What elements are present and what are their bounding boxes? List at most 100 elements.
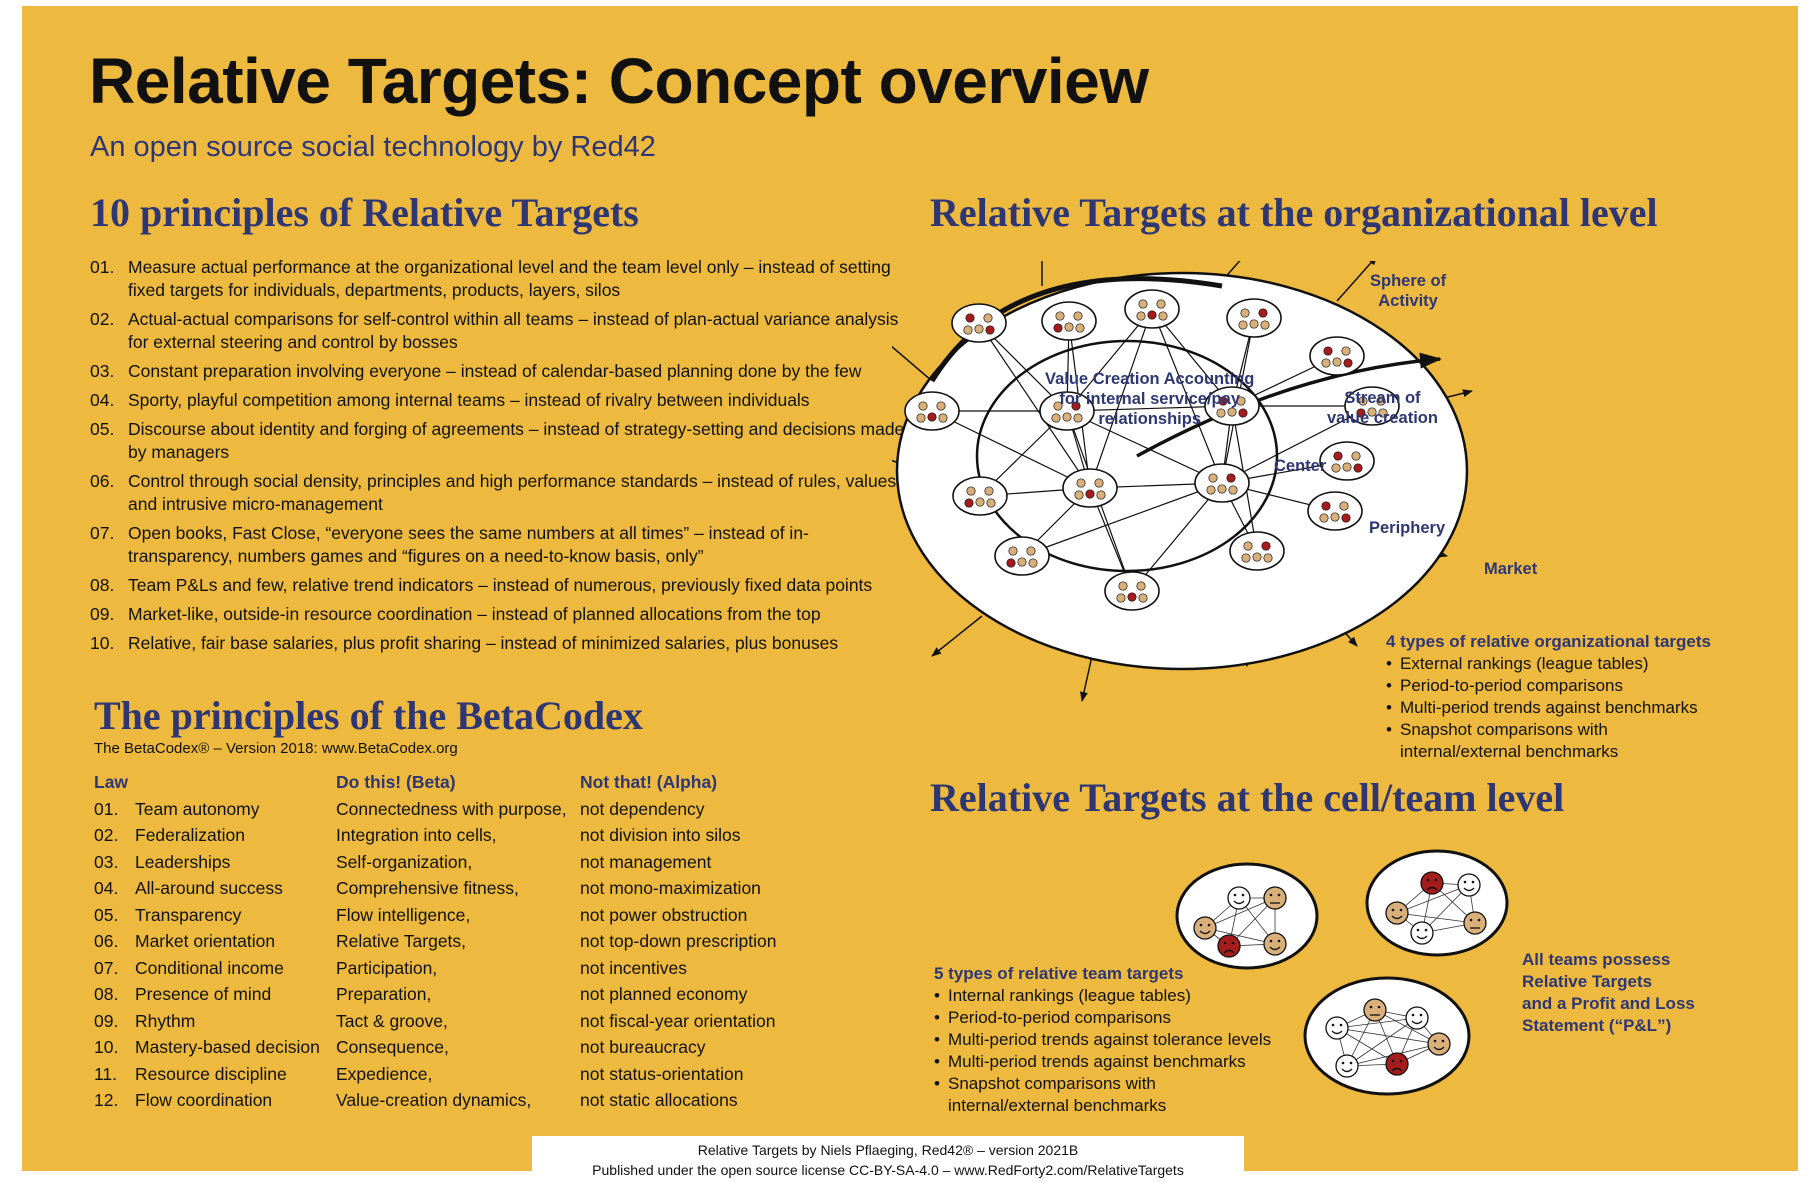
face-dot	[983, 313, 993, 323]
face-dot	[963, 325, 973, 335]
betacodex-heading: The principles of the BetaCodex	[94, 693, 643, 738]
face-dot	[1323, 346, 1333, 356]
vca-label-line: for internal service/pay	[1059, 390, 1240, 408]
face-dot	[1073, 311, 1083, 321]
face-icon	[1193, 916, 1217, 940]
face-dot	[1096, 490, 1106, 500]
face-icon	[1427, 1032, 1451, 1056]
face-eye	[1377, 1005, 1381, 1009]
beta-cell: Connectedness with purpose,	[336, 798, 567, 819]
face-mouth	[1269, 946, 1281, 951]
team-cell	[1104, 571, 1160, 611]
org-target-types-heading: 4 types of relative organizational targe…	[1386, 632, 1711, 651]
team-cell-outline	[952, 476, 1008, 516]
team-cell-outline	[1175, 862, 1319, 970]
beta-cell: Tact & groove,	[336, 1010, 448, 1031]
network-link	[1089, 308, 1153, 489]
network-link	[1066, 410, 1223, 484]
law-name: Leaderships	[135, 851, 231, 872]
principle-number: 10.	[90, 633, 115, 653]
face-dot	[1332, 357, 1342, 367]
alpha-cell: not management	[580, 851, 712, 872]
law-number: 06.	[94, 931, 119, 951]
face-icon	[1463, 911, 1487, 935]
face-dot	[1071, 401, 1081, 411]
law-name: Resource discipline	[135, 1063, 287, 1084]
principle-number: 09.	[90, 604, 115, 624]
law-name: Federalization	[135, 825, 245, 845]
team-cell	[904, 391, 960, 431]
face-outline	[1263, 886, 1287, 910]
cell-link	[1204, 897, 1276, 929]
team-cell	[1124, 289, 1180, 329]
principle-item: 01.Measure actual performance at the org…	[90, 256, 910, 302]
face-dot	[916, 413, 926, 423]
face-eye	[1463, 880, 1467, 884]
team-cell	[1344, 386, 1400, 426]
team-cell-outline	[1062, 468, 1118, 508]
face-dot	[927, 412, 937, 422]
face-dot	[1376, 396, 1386, 406]
face-mouth	[1233, 900, 1245, 905]
law-number: 10.	[94, 1037, 119, 1057]
face-dot	[1073, 413, 1083, 423]
face-dot	[1341, 346, 1351, 356]
cell-link	[1336, 1027, 1440, 1045]
face-eye	[1399, 1059, 1403, 1063]
face-eye	[1341, 1061, 1345, 1065]
stream-label-line: value creation	[1327, 409, 1438, 427]
face-dot	[1094, 478, 1104, 488]
beta-cell: Flow intelligence,	[336, 904, 471, 925]
value-stream-arrow	[1136, 352, 1442, 458]
face-dot	[1226, 473, 1236, 483]
face-eye	[1277, 939, 1281, 943]
face-outline	[1193, 916, 1217, 940]
beta-cell: Relative Targets,	[336, 931, 467, 951]
face-dot	[1158, 311, 1168, 321]
betacodex-caption: The BetaCodex® – Version 2018: www.BetaC…	[94, 740, 458, 757]
team-cell-outline	[994, 536, 1050, 576]
organization-network-diagram	[892, 261, 1473, 702]
team-cell-outline	[1365, 849, 1509, 957]
face-icon	[1410, 921, 1434, 945]
face-icon	[1457, 873, 1481, 897]
face-outline	[1335, 1054, 1359, 1078]
team-cell	[1226, 298, 1282, 338]
face-dot	[1053, 323, 1063, 333]
team-cell	[1319, 441, 1375, 481]
face-dot	[1333, 451, 1343, 461]
alpha-cell: not dependency	[580, 798, 705, 819]
law-number: 01.	[94, 798, 119, 819]
principle-text: Constant preparation involving everyone …	[128, 361, 862, 381]
face-icon	[1335, 1054, 1359, 1078]
poster: Relative Targets: Concept overview An op…	[22, 6, 1798, 1171]
face-mouth	[1426, 886, 1438, 891]
face-dot	[1321, 501, 1331, 511]
principle-item: 06.Control through social density, princ…	[90, 470, 910, 516]
stream-label-line: Stream of	[1344, 389, 1421, 407]
team-target-type: Snapshot comparisons with internal/exter…	[934, 1073, 1218, 1117]
team-cell	[1175, 862, 1319, 970]
face-icon	[1420, 871, 1444, 895]
team-cell	[1204, 386, 1260, 426]
face-dot	[1240, 308, 1250, 318]
face-outline	[1385, 901, 1409, 925]
face-outline	[1227, 886, 1251, 910]
law-name: Conditional income	[135, 957, 284, 978]
team-cell-outline	[1307, 491, 1363, 531]
vca-label-line: Value Creation Accounting	[1045, 370, 1255, 388]
cell-link	[1396, 912, 1476, 924]
face-eye	[1434, 878, 1438, 882]
team-cell	[1041, 301, 1097, 341]
team-target-type: Period-to-period comparisons	[934, 1007, 1324, 1029]
cell-link	[1204, 927, 1276, 945]
center-ellipse	[975, 339, 1279, 573]
face-dot	[1260, 320, 1270, 330]
face-eye	[1199, 923, 1203, 927]
face-dot	[1353, 463, 1363, 473]
principle-item: 02.Actual-actual comparisons for self-co…	[90, 308, 910, 354]
principle-number: 06.	[90, 471, 115, 491]
face-dot	[1076, 478, 1086, 488]
face-dot	[986, 498, 996, 508]
face-dot	[1053, 401, 1063, 411]
